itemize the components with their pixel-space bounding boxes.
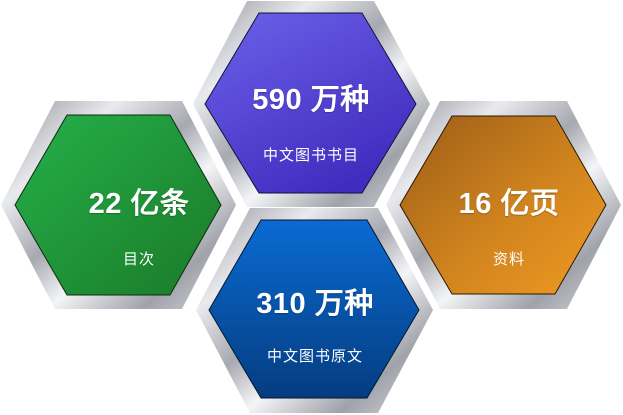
- hexagon-left: [1, 101, 236, 309]
- hexagon-top-caption: 中文图书书目: [262, 146, 359, 164]
- hexagon-bottom-caption: 中文图书原文: [266, 347, 363, 365]
- hexagon-bottom-value: 310 万种: [256, 288, 374, 320]
- hexagon-left-caption: 目次: [122, 250, 155, 268]
- hexagon-right-fill: [399, 115, 607, 295]
- hexagon-bottom: [196, 208, 433, 413]
- hexagon-left-value: 22 亿条: [88, 188, 190, 220]
- hexagon-right: [386, 101, 621, 309]
- hexagon-right-caption: 资料: [492, 250, 525, 268]
- hexagon-top: [193, 1, 430, 207]
- hexagon-left-fill: [14, 114, 222, 296]
- hexagon-top-fill: [204, 12, 417, 194]
- hexagon-top-value: 590 万种: [252, 84, 370, 116]
- hexagon-right-value: 16 亿页: [458, 188, 560, 220]
- hexagon-bottom-fill: [208, 219, 420, 399]
